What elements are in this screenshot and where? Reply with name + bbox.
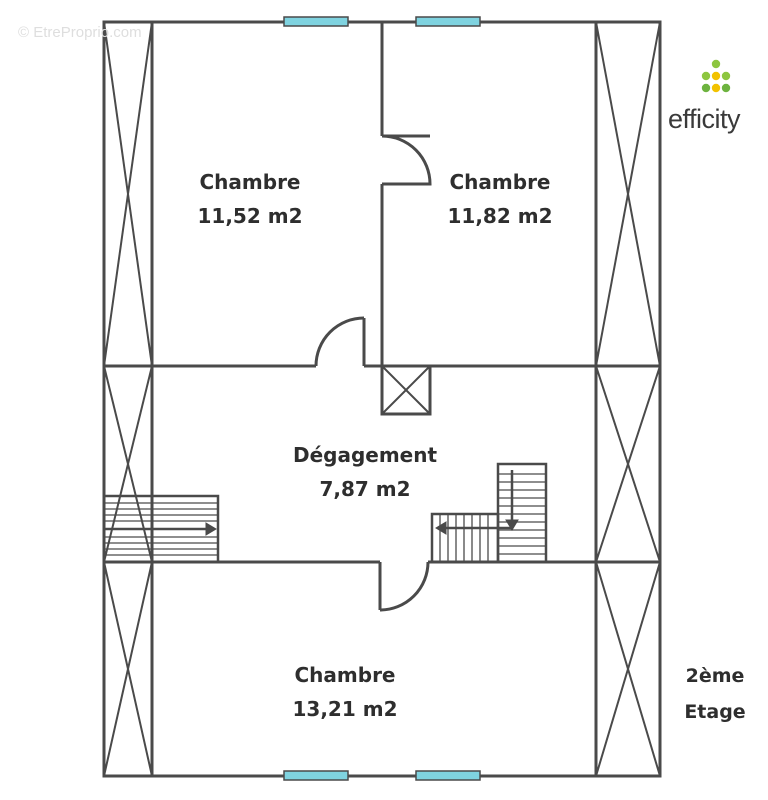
room-area: 13,21 m2: [292, 697, 398, 721]
window-bottom-left: [283, 770, 349, 781]
room-name: Chambre: [294, 663, 396, 687]
room-name: Chambre: [199, 170, 301, 194]
floor-label-line: Etage: [684, 701, 746, 723]
room-area: 11,82 m2: [447, 204, 553, 228]
room-label-hallway: Dégagement 7,87 m2: [270, 438, 460, 506]
brand-name: efficity: [668, 104, 741, 134]
windows: [283, 16, 481, 781]
watermark: © EtreProprio.com: [18, 24, 142, 41]
window-bottom-right: [415, 770, 481, 781]
window-top-left: [283, 16, 349, 27]
room-label-bedroom-top-right: Chambre 11,82 m2: [410, 165, 590, 233]
room-area: 11,52 m2: [197, 204, 303, 228]
window-top-right: [415, 16, 481, 27]
room-label-bedroom-bottom: Chambre 13,21 m2: [255, 658, 435, 726]
floor-label-line: 2ème: [685, 665, 745, 687]
room-label-bedroom-top-left: Chambre 11,52 m2: [160, 165, 340, 233]
efficity-logo-icon: [701, 59, 731, 93]
room-area: 7,87 m2: [319, 477, 411, 501]
room-name: Dégagement: [292, 443, 438, 467]
floor-label: 2ème Etage: [668, 658, 762, 730]
room-name: Chambre: [449, 170, 551, 194]
